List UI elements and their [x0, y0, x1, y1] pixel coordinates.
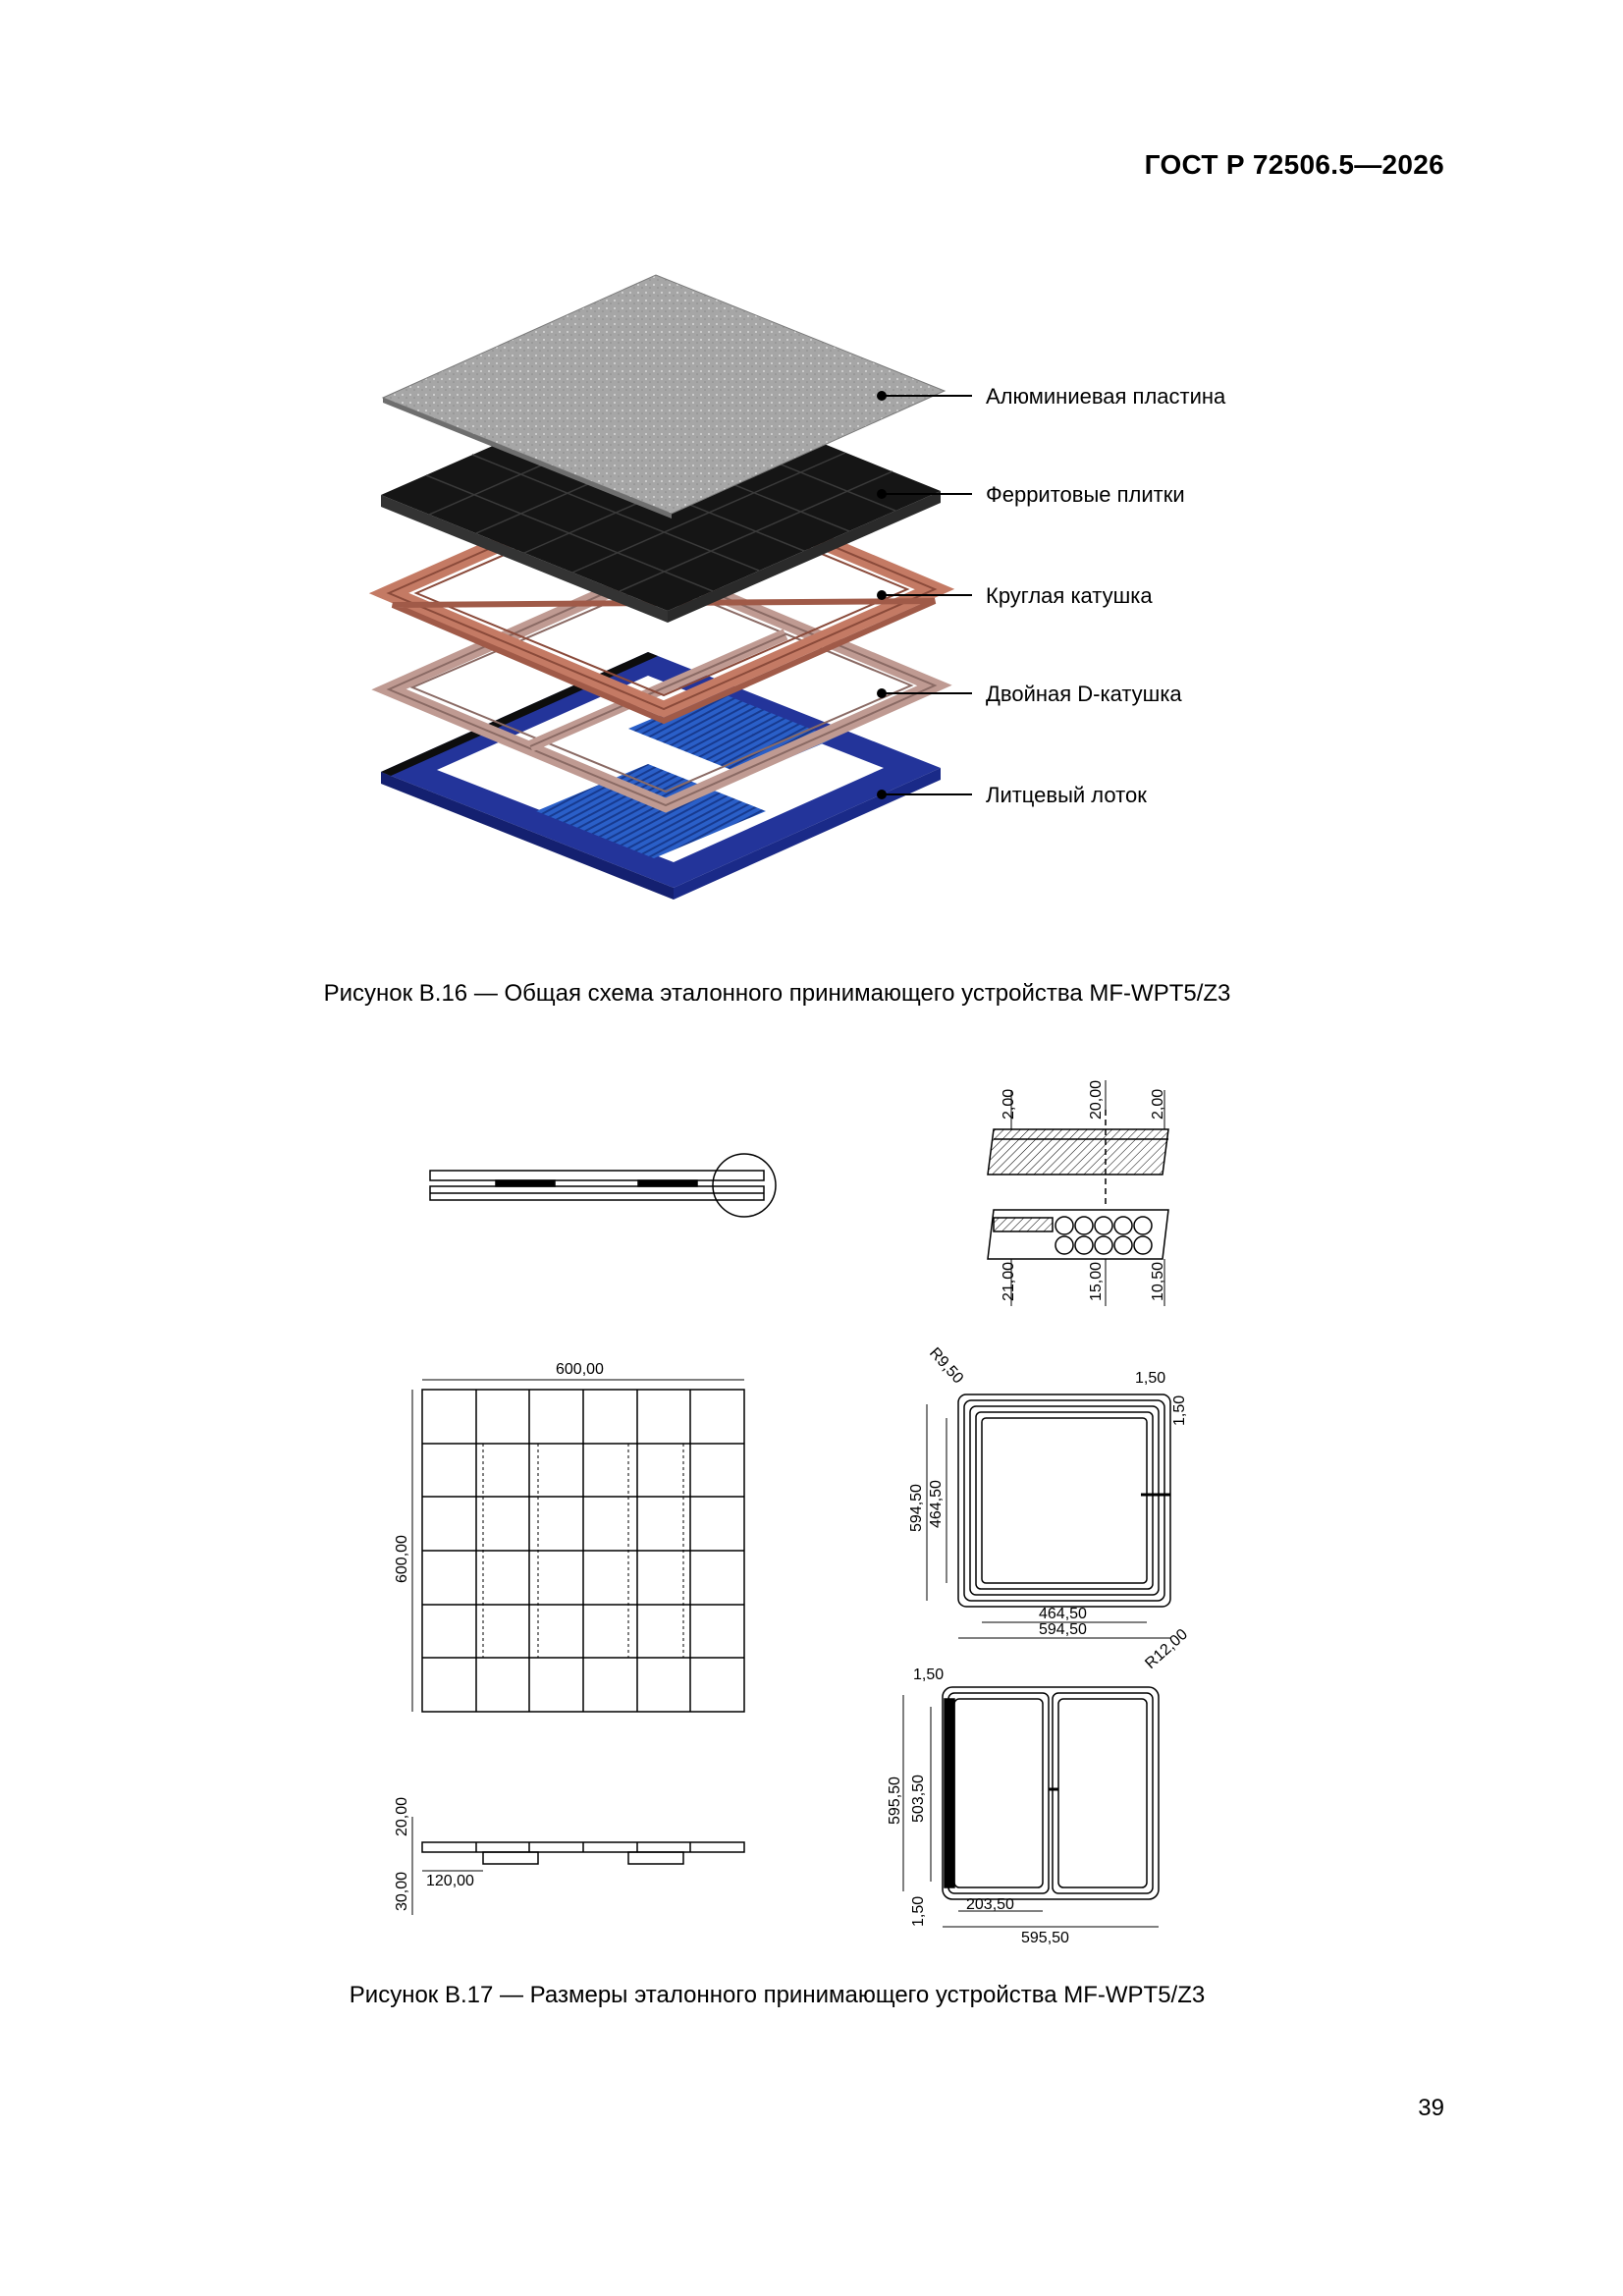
dim-1-50-d: 1,50 [910, 1896, 927, 1927]
ferrite-grid-plan [411, 1379, 745, 1713]
label-circular-coil: Круглая катушка [986, 583, 1153, 608]
aluminium-plate [381, 274, 947, 519]
double-d-coil [371, 562, 952, 813]
side-section-view [429, 1153, 777, 1218]
label-ferrite-tiles: Ферритовые плитки [986, 482, 1185, 507]
dim-503-50: 503,50 [910, 1775, 927, 1823]
dim-600-width: 600,00 [556, 1361, 604, 1378]
litz-tray [381, 652, 941, 900]
dim-464-50-horizontal: 464,50 [1039, 1606, 1087, 1622]
page-number: 39 [1418, 2095, 1444, 2121]
dim-1-50-c: 1,50 [913, 1667, 944, 1683]
dim-1-50-a: 1,50 [1135, 1370, 1165, 1387]
circular-coil-plan [926, 1394, 1171, 1639]
label-aluminium-plate: Алюминиевая пластина [986, 384, 1226, 409]
dim-21-00: 21,00 [1001, 1262, 1017, 1301]
dim-464-50-vertical: 464,50 [928, 1480, 945, 1528]
dim-1-50-b: 1,50 [1171, 1395, 1188, 1426]
document-header: ГОСТ Р 72506.5—2026 [1144, 149, 1444, 180]
label-double-d-coil: Двойная D-катушка [986, 682, 1182, 706]
leader-lines [882, 395, 972, 795]
dim-203-50: 203,50 [966, 1896, 1014, 1913]
dim-20-00-top: 20,00 [1088, 1080, 1105, 1120]
figure-16-caption: Рисунок В.16 — Общая схема эталонного пр… [323, 980, 1231, 1007]
radius-9-50: R9,50 [926, 1344, 966, 1387]
dim-20-00-side: 20,00 [394, 1797, 410, 1836]
dim-595-50-vertical: 595,50 [887, 1777, 903, 1825]
radius-12-00: R12,00 [1142, 1626, 1191, 1672]
dim-600-height: 600,00 [394, 1535, 410, 1583]
dim-120-00: 120,00 [426, 1873, 474, 1889]
dim-10-50: 10,50 [1150, 1262, 1166, 1301]
dim-2-00-a: 2,00 [1001, 1089, 1017, 1120]
dim-15-00: 15,00 [1088, 1262, 1105, 1301]
figure-17-caption: Рисунок В.17 — Размеры эталонного приним… [349, 1982, 1206, 2008]
dim-594-50-horizontal: 594,50 [1039, 1621, 1087, 1638]
dim-595-50-horizontal: 595,50 [1021, 1930, 1069, 1946]
figure-16-exploded-view: Алюминиевая пластина Ферритовые плитки К… [368, 274, 1226, 900]
double-d-coil-plan [902, 1686, 1160, 1928]
label-litz-tray: Литцевый лоток [986, 783, 1147, 807]
dim-594-50-vertical: 594,50 [908, 1484, 925, 1532]
dim-2-00-b: 2,00 [1150, 1089, 1166, 1120]
dim-30-00: 30,00 [394, 1872, 410, 1911]
detail-section-view [987, 1080, 1169, 1306]
side-elevation-view [411, 1817, 745, 1915]
